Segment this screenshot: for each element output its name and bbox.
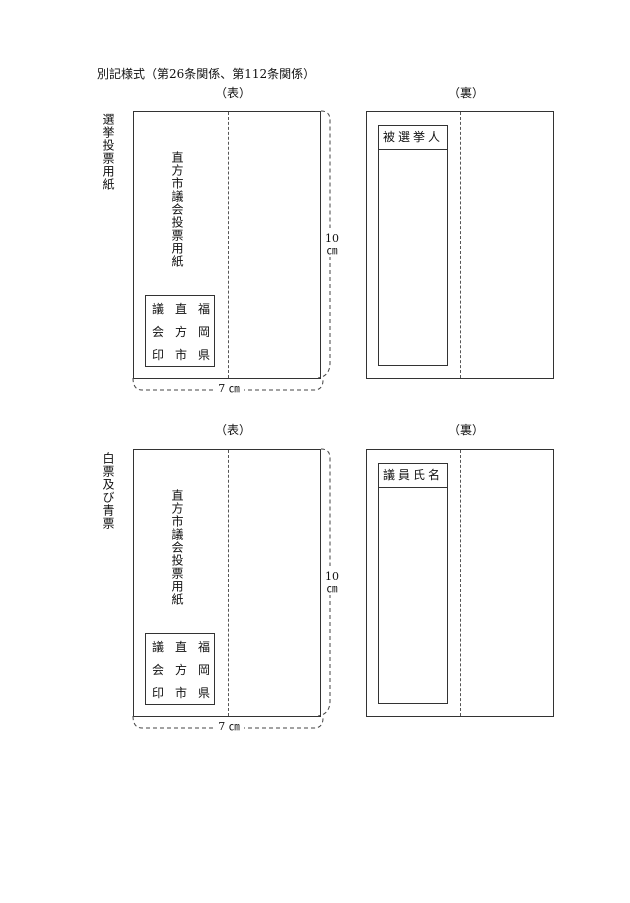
back-label: （裏） xyxy=(448,86,485,100)
height-dimension: 10 ㎝ xyxy=(322,571,342,595)
dimension-brackets xyxy=(132,110,331,391)
front-label: （表） xyxy=(215,86,252,100)
seal-char: 会 xyxy=(151,325,164,339)
height-value: 10 xyxy=(325,232,339,245)
official-seal: 議 直 福 会 方 岡 印 市 県 xyxy=(145,633,215,705)
width-dimension: 7 ㎝ xyxy=(214,721,244,733)
seal-char: 福 xyxy=(197,640,210,654)
fold-line xyxy=(460,112,461,378)
ballot-title: 直方市議会投票用紙 xyxy=(170,489,184,606)
seal-char: 県 xyxy=(197,686,210,700)
height-dimension: 10 ㎝ xyxy=(322,233,342,257)
fold-line xyxy=(228,450,229,716)
width-dimension: 7 ㎝ xyxy=(214,383,244,395)
ballot-back-card: 議員氏名 xyxy=(366,449,554,717)
seal-char: 印 xyxy=(151,348,164,362)
ballot-title: 直方市議会投票用紙 xyxy=(170,151,184,268)
seal-char: 市 xyxy=(174,348,187,362)
official-seal: 議 直 福 会 方 岡 印 市 県 xyxy=(145,295,215,367)
seal-char: 方 xyxy=(174,663,187,677)
height-value: 10 xyxy=(325,570,339,583)
back-header: 議員氏名 xyxy=(379,464,447,488)
seal-char: 福 xyxy=(197,302,210,316)
seal-char: 議 xyxy=(151,302,164,316)
seal-char: 方 xyxy=(174,325,187,339)
ballot-front-card: 直方市議会投票用紙 議 直 福 会 方 岡 印 市 県 xyxy=(133,111,321,379)
side-label: 選挙投票用紙 xyxy=(101,113,115,191)
seal-char: 議 xyxy=(151,640,164,654)
fold-line xyxy=(228,112,229,378)
seal-char: 市 xyxy=(174,686,187,700)
seal-char: 岡 xyxy=(197,663,210,677)
height-unit: ㎝ xyxy=(326,244,338,257)
seal-char: 会 xyxy=(151,663,164,677)
seal-char: 岡 xyxy=(197,325,210,339)
member-name-box: 議員氏名 xyxy=(378,463,448,704)
height-unit: ㎝ xyxy=(326,582,338,595)
seal-char: 直 xyxy=(174,302,187,316)
back-label: （裏） xyxy=(448,423,485,437)
seal-char: 印 xyxy=(151,686,164,700)
front-label: （表） xyxy=(215,423,252,437)
back-header: 被選挙人 xyxy=(379,126,447,150)
candidate-name-box: 被選挙人 xyxy=(378,125,448,366)
fold-line xyxy=(460,450,461,716)
ballot-front-card: 直方市議会投票用紙 議 直 福 会 方 岡 印 市 県 xyxy=(133,449,321,717)
document-heading: 別記様式（第26条関係、第112条関係） xyxy=(97,67,316,81)
seal-char: 直 xyxy=(174,640,187,654)
ballot-back-card: 被選挙人 xyxy=(366,111,554,379)
side-label: 白票及び青票 xyxy=(101,452,115,530)
dimension-brackets xyxy=(132,448,331,729)
seal-char: 県 xyxy=(197,348,210,362)
